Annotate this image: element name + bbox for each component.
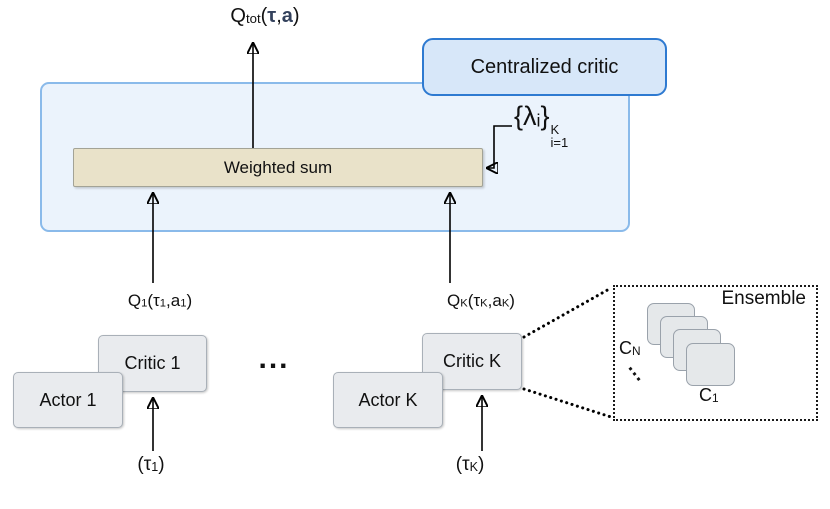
lambda-superscript: K bbox=[550, 122, 560, 137]
q1-formula-label: Q1(τ1,a1) bbox=[105, 288, 215, 313]
ensemble-inset-box: Ensemble CN ... C1 bbox=[613, 285, 818, 421]
lambda-set-text: {λi} bbox=[514, 101, 550, 131]
critic-1-label: Critic 1 bbox=[124, 353, 181, 373]
agents-ellipsis: ... bbox=[258, 342, 290, 375]
weighted-sum-box: Weighted sum bbox=[73, 148, 483, 187]
ensemble-cn-label: CN bbox=[619, 338, 641, 358]
centralized-critic-box: Centralized critic bbox=[422, 38, 667, 96]
critic-1-box: Critic 1 bbox=[98, 335, 207, 392]
actor-k-label: Actor K bbox=[358, 389, 418, 410]
qtot-formula-label: Qtot(τ,a) bbox=[205, 3, 325, 30]
dotted-link-critick-ensemble-bottom bbox=[522, 387, 613, 419]
tauk-text: (τK) bbox=[455, 454, 485, 475]
critic-k-label: Critic K bbox=[443, 351, 501, 371]
ensemble-card-front bbox=[686, 343, 735, 386]
tau1-input-label: (τ1) bbox=[109, 451, 193, 479]
centralized-critic-label: Centralized critic bbox=[470, 55, 619, 78]
tau1-text: (τ1) bbox=[137, 454, 165, 475]
ensemble-c1-label: C1 bbox=[699, 385, 719, 405]
q1-formula-text: Q1(τ1,a1) bbox=[127, 290, 193, 310]
qk-formula-text: QK(τK,aK) bbox=[447, 290, 515, 310]
ensemble-ellipsis: ... bbox=[623, 357, 654, 387]
actor-1-label: Actor 1 bbox=[39, 389, 97, 410]
actor-1-box: Actor 1 bbox=[13, 372, 123, 428]
dotted-link-critick-ensemble-top bbox=[522, 286, 613, 339]
weighted-sum-label: Weighted sum bbox=[223, 157, 333, 177]
tauk-input-label: (τK) bbox=[428, 451, 512, 479]
lambda-subscript: i=1 bbox=[550, 135, 569, 150]
ensemble-title: Ensemble bbox=[721, 288, 807, 309]
actor-k-box: Actor K bbox=[333, 372, 443, 428]
qtot-formula-text: Qtot(τ,a) bbox=[230, 5, 300, 27]
qk-formula-label: QK(τK,aK) bbox=[426, 288, 536, 313]
